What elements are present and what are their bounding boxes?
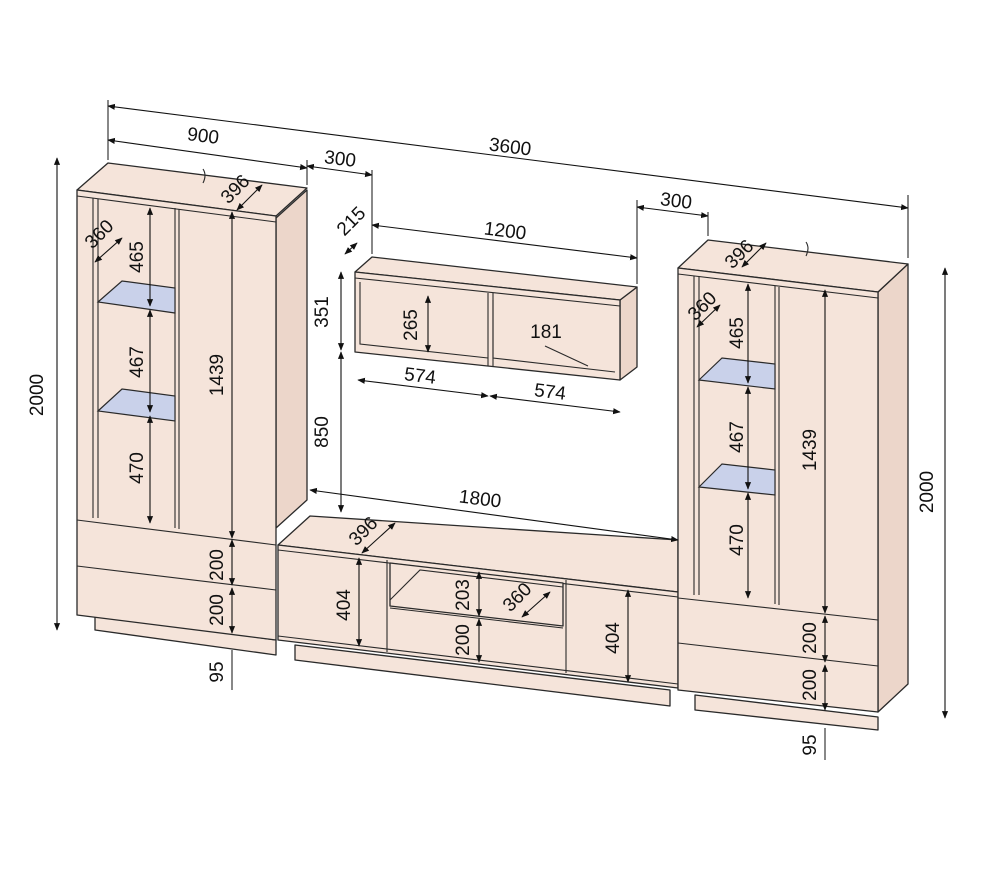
dimension-lines bbox=[53, 100, 949, 760]
tv-left-door-label: 404 bbox=[334, 589, 355, 621]
shelf-elevation-label: 850 bbox=[312, 416, 333, 448]
shelf-section2-label: 574 bbox=[533, 380, 567, 405]
left-glass-h2-label: 467 bbox=[127, 346, 148, 378]
left-width-label: 900 bbox=[186, 124, 220, 149]
right-door-height-label: 1439 bbox=[800, 429, 821, 471]
right-tall-cabinet bbox=[677, 239, 909, 731]
right-drawer2-label: 200 bbox=[800, 669, 821, 701]
right-plinth-label: 95 bbox=[800, 734, 821, 755]
left-plinth-label: 95 bbox=[207, 661, 228, 682]
right-glass-h1-label: 465 bbox=[727, 317, 748, 349]
shelf-height-label: 351 bbox=[312, 296, 333, 328]
gap-right-label: 300 bbox=[659, 189, 693, 214]
tv-niche-height-label: 203 bbox=[453, 579, 474, 611]
left-height-label: 2000 bbox=[27, 374, 48, 416]
right-glass-h2-label: 467 bbox=[727, 421, 748, 453]
right-drawer1-label: 200 bbox=[800, 622, 821, 654]
shelf-depth-label: 215 bbox=[333, 203, 370, 240]
left-door-height-label: 1439 bbox=[207, 354, 228, 396]
gap-left-label: 300 bbox=[323, 147, 357, 172]
tv-drawer-label: 200 bbox=[453, 624, 474, 656]
right-height-label: 2000 bbox=[917, 471, 938, 513]
shelf-inner-height-label: 265 bbox=[401, 309, 422, 341]
shelf-width-label: 1200 bbox=[483, 219, 528, 245]
right-glass-h3-label: 470 bbox=[727, 524, 748, 556]
left-glass-h3-label: 470 bbox=[127, 452, 148, 484]
left-glass-h1-label: 465 bbox=[127, 241, 148, 273]
tv-width-label: 1800 bbox=[458, 487, 503, 513]
tv-right-door-label: 404 bbox=[603, 622, 624, 654]
shelf-section1-label: 574 bbox=[403, 364, 437, 389]
glass-shelf bbox=[697, 357, 776, 390]
shelf-inner-depth-label: 181 bbox=[530, 322, 562, 343]
left-drawer1-label: 200 bbox=[207, 549, 228, 581]
wall-shelf bbox=[354, 256, 638, 381]
overall-width-label: 3600 bbox=[488, 135, 533, 161]
left-drawer2-label: 200 bbox=[207, 594, 228, 626]
